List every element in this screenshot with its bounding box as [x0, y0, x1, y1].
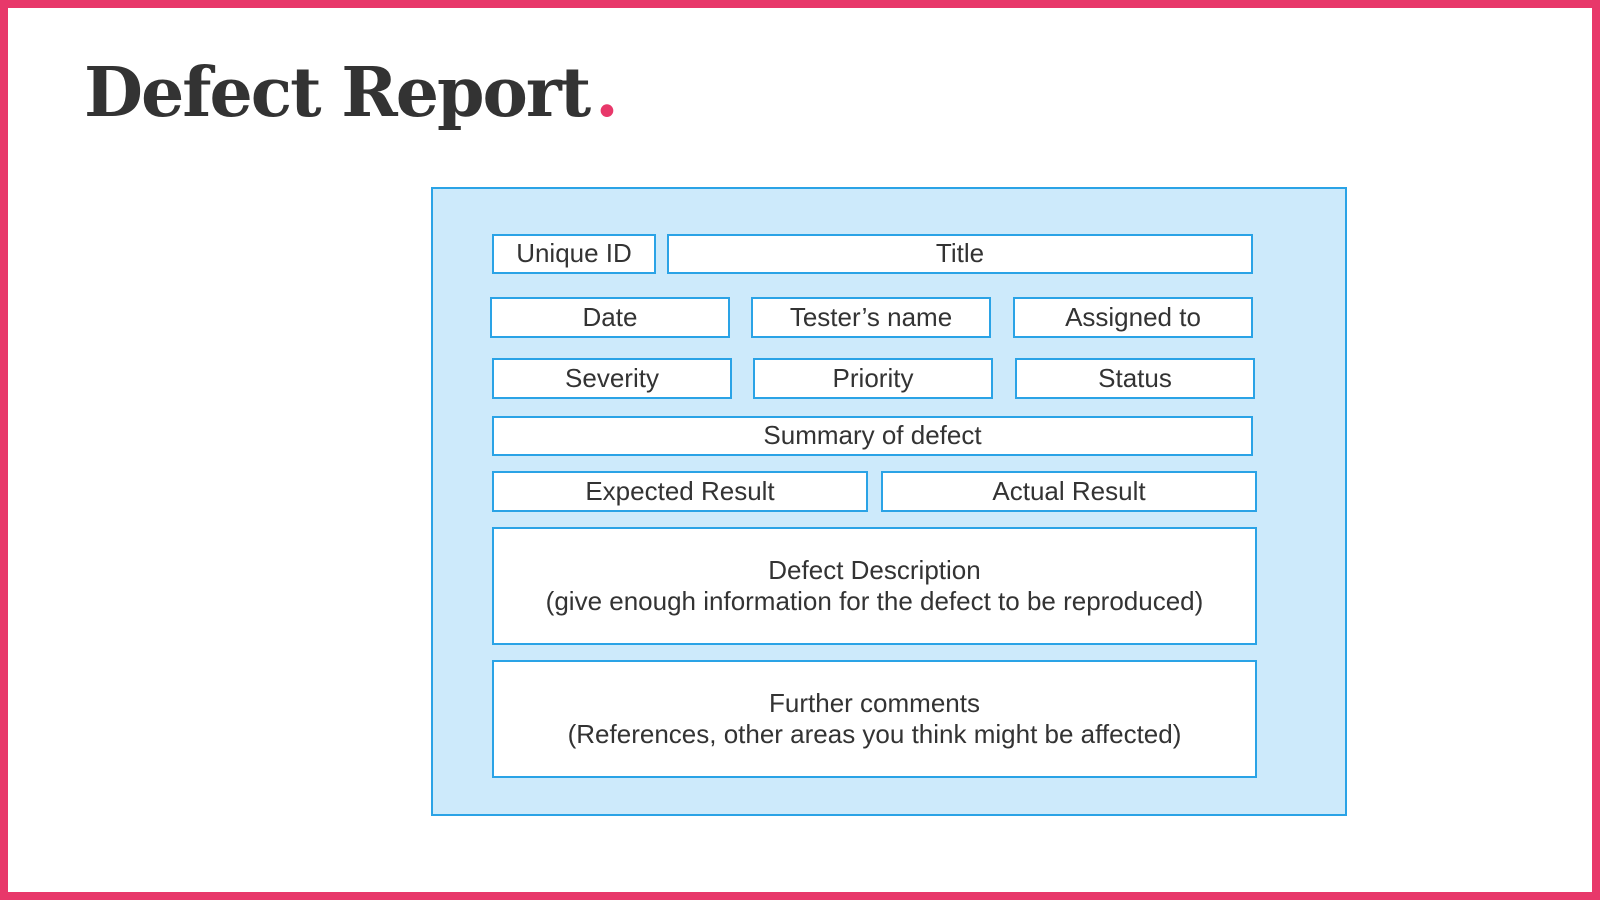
actual-result-field: Actual Result [881, 471, 1257, 512]
title-label: Title [935, 238, 985, 269]
defect-description-note: (give enough information for the defect … [545, 586, 1204, 616]
severity-label: Severity [565, 362, 659, 393]
title-field: Title [667, 234, 1253, 274]
status-label: Status [1098, 362, 1172, 393]
actual-result-label: Actual Result [992, 475, 1146, 506]
page-title: Defect Report. [84, 53, 619, 133]
tester-name-field: Tester’s name [751, 297, 991, 338]
defect-description-field: Defect Description (give enough informat… [492, 527, 1257, 645]
unique-id-field: Unique ID [492, 234, 656, 274]
status-field: Status [1015, 358, 1255, 399]
priority-field: Priority [753, 358, 993, 399]
expected-result-field: Expected Result [492, 471, 868, 512]
priority-label: Priority [832, 362, 914, 393]
summary-label: Summary of defect [763, 420, 982, 451]
unique-id-label: Unique ID [516, 238, 632, 269]
severity-field: Severity [492, 358, 732, 399]
further-comments-heading: Further comments [769, 687, 980, 718]
expected-result-label: Expected Result [585, 475, 775, 506]
tester-name-label: Tester’s name [789, 301, 953, 332]
defect-description-heading: Defect Description [768, 554, 981, 585]
date-label: Date [582, 301, 638, 332]
date-field: Date [490, 297, 730, 338]
defect-report-form: Unique ID Title Date Tester’s name Assig… [431, 187, 1347, 816]
summary-field: Summary of defect [492, 416, 1253, 456]
assigned-to-field: Assigned to [1013, 297, 1253, 338]
further-comments-note: (References, other areas you think might… [567, 719, 1182, 749]
further-comments-field: Further comments (References, other area… [492, 660, 1257, 778]
title-accent-dot: . [595, 53, 619, 133]
assigned-to-label: Assigned to [1065, 301, 1201, 332]
page-title-text: Defect Report [84, 53, 591, 133]
